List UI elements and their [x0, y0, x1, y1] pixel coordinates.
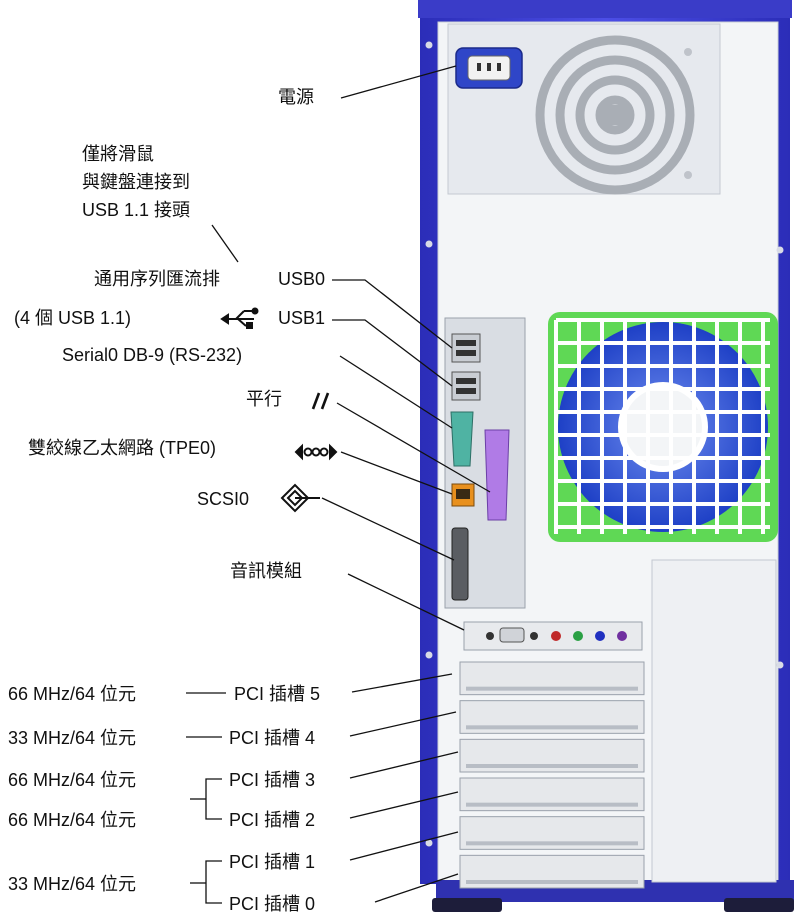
- leader-usb1: [332, 319, 453, 387]
- pci-slot-groove: [466, 686, 638, 691]
- label-pci-slot-2: PCI 插槽 2: [229, 810, 315, 830]
- audio-serial-connector: [499, 627, 525, 643]
- leader-serial0: [339, 355, 453, 429]
- label-pci-slot-5: PCI 插槽 5: [234, 684, 320, 704]
- parallel-icon: [311, 392, 330, 410]
- jack: [617, 631, 627, 641]
- pci-slot-groove: [466, 802, 638, 807]
- pci-slot-groove: [466, 725, 638, 730]
- label-power: 電源: [278, 87, 314, 107]
- usb-icon: [220, 307, 259, 329]
- pin: [477, 63, 481, 71]
- label-usb-note-2: 與鍵盤連接到: [82, 172, 190, 192]
- usb-slot: [456, 350, 476, 356]
- jack: [530, 632, 538, 640]
- usb-slot: [456, 340, 476, 346]
- leader-scsi0: [321, 497, 455, 561]
- pci-slot-covers: [459, 661, 645, 889]
- chassis-top-edge: [418, 0, 792, 18]
- io-panel: [444, 317, 526, 609]
- jack: [573, 631, 583, 641]
- label-ethernet: 雙絞線乙太網路 (TPE0): [28, 438, 216, 458]
- parallel-port: [484, 429, 510, 521]
- leader-pci-5: [351, 673, 453, 693]
- label-pci-speed-5: 66 MHz/64 位元: [8, 684, 136, 704]
- screw-icon: [684, 171, 692, 179]
- system-fan: [548, 312, 778, 542]
- leader-pci-0: [374, 873, 459, 903]
- power-supply: [447, 23, 721, 195]
- usb1-port: [451, 371, 481, 401]
- label-pci-speed-4: 33 MHz/64 位元: [8, 728, 136, 748]
- bracket-slots-3-2: [205, 778, 222, 820]
- leader-parallel: [336, 402, 491, 493]
- screw-icon: [425, 41, 433, 49]
- label-usb-bus: 通用序列匯流排: [94, 269, 220, 289]
- fan-guard-grid: [554, 318, 770, 534]
- label-usb-note-1: 僅將滑鼠: [82, 144, 154, 164]
- label-pci-speed-1: 33 MHz/64 位元: [8, 874, 136, 894]
- label-pci-speed-3: 66 MHz/64 位元: [8, 770, 136, 790]
- leader-power: [340, 65, 457, 99]
- leader-pci-4: [349, 711, 457, 737]
- label-parallel: 平行: [246, 389, 282, 409]
- leader-ethernet: [340, 451, 453, 495]
- ethernet-icon: [294, 443, 338, 461]
- usb-slot: [456, 388, 476, 394]
- label-scsi0: SCSI0: [197, 489, 249, 509]
- pin: [497, 63, 501, 71]
- psu-fan-grill: [535, 35, 695, 195]
- pin: [487, 63, 491, 71]
- leader-lines: [186, 65, 491, 904]
- fan-hub: [621, 385, 705, 469]
- label-audio-module: 音訊模組: [230, 561, 302, 581]
- label-pci-slot-3: PCI 插槽 3: [229, 770, 315, 790]
- foot-left: [432, 898, 502, 912]
- screw-icon: [776, 246, 784, 254]
- leader-usb0: [332, 279, 453, 349]
- leader-pci-2: [349, 791, 459, 819]
- side-access-panel: [651, 559, 777, 883]
- scsi-port: [451, 527, 469, 601]
- scsi-icon: [280, 483, 320, 513]
- leader-pci-1: [349, 831, 459, 861]
- serial-port: [450, 411, 474, 467]
- psu-fan-hub: [603, 105, 627, 125]
- bracket-slots-1-0: [205, 860, 222, 904]
- foot-right: [724, 898, 794, 912]
- screw-icon: [425, 240, 433, 248]
- jack: [551, 631, 561, 641]
- pci-slot-groove: [466, 764, 638, 768]
- label-usb0: USB0: [278, 269, 325, 289]
- label-usb1: USB1: [278, 308, 325, 328]
- label-pci-speed-2: 66 MHz/64 位元: [8, 810, 136, 830]
- leader-usb-note: [211, 224, 239, 263]
- screw-icon: [425, 651, 433, 659]
- label-serial0: Serial0 DB-9 (RS-232): [62, 345, 242, 365]
- ethernet-jack: [456, 489, 470, 499]
- pci-slot-groove: [466, 880, 638, 884]
- label-usb-count: (4 個 USB 1.1): [14, 308, 131, 328]
- usb-slot: [456, 378, 476, 384]
- fan-hub-ring: [618, 382, 708, 472]
- leader-pci-3: [349, 751, 459, 779]
- audio-module-card: [463, 621, 643, 651]
- screw-icon: [425, 839, 433, 847]
- label-pci-slot-1: PCI 插槽 1: [229, 852, 315, 872]
- jack: [595, 631, 605, 641]
- usb0-port: [451, 333, 481, 363]
- label-usb-note-3: USB 1.1 接頭: [82, 200, 190, 220]
- screw-icon: [684, 48, 692, 56]
- label-pci-slot-0: PCI 插槽 0: [229, 894, 315, 914]
- label-pci-slot-4: PCI 插槽 4: [229, 728, 315, 748]
- pci-slot-groove: [466, 841, 638, 846]
- leader-audio: [347, 573, 465, 631]
- screw-icon: [776, 661, 784, 669]
- jack: [486, 632, 494, 640]
